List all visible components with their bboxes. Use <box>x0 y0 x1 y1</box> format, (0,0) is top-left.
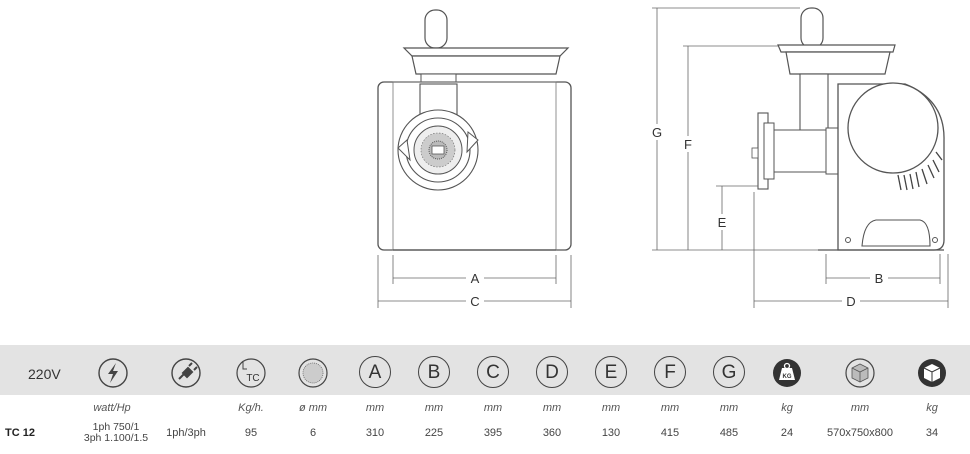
production-rate-icon: TC <box>233 356 269 390</box>
package-box-icon <box>842 356 878 390</box>
unit-weight: kg <box>781 402 793 414</box>
value-a: 310 <box>365 427 385 439</box>
value-b: 225 <box>424 427 444 439</box>
power-icon <box>95 356 131 390</box>
header-letter-g: G <box>713 356 745 388</box>
value-production: 95 <box>244 427 258 439</box>
value-weight: 24 <box>780 427 794 439</box>
packed-weight-icon <box>914 356 950 390</box>
plate-hole-icon <box>295 356 331 390</box>
model-name: TC 12 <box>5 427 35 439</box>
side-view-drawing: G F E B D <box>652 7 949 309</box>
header-letter-f: F <box>654 356 686 388</box>
unit-production: Kg/h. <box>238 402 264 414</box>
value-f: 415 <box>660 427 680 439</box>
unit-b: mm <box>424 402 444 414</box>
power-line-1: 1ph 750/1 <box>92 421 140 433</box>
unit-a: mm <box>365 402 385 414</box>
unit-package: mm <box>850 402 870 414</box>
header-letter-b: B <box>418 356 450 388</box>
unit-plate: ø mm <box>298 402 328 414</box>
dimension-label-f: F <box>684 137 692 152</box>
power-line-2: 3ph 1.100/1.5 <box>83 432 149 444</box>
value-packed-weight: 34 <box>925 427 939 439</box>
header-letter-c: C <box>477 356 509 388</box>
unit-d: mm <box>542 402 562 414</box>
dimension-label-c: C <box>470 294 479 309</box>
dimension-label-g: G <box>652 125 662 140</box>
dimension-label-b: B <box>875 271 884 286</box>
technical-drawings: A C <box>377 7 949 309</box>
tc-badge: TC <box>246 373 259 384</box>
plug-phase-icon <box>168 356 204 390</box>
unit-packed-weight: kg <box>926 402 938 414</box>
weight-kg-icon: KG <box>769 356 805 390</box>
value-package: 570x750x800 <box>826 427 894 439</box>
unit-c: mm <box>483 402 503 414</box>
unit-f: mm <box>660 402 680 414</box>
header-letter-e: E <box>595 356 627 388</box>
voltage-label: 220V <box>28 366 61 382</box>
value-e: 130 <box>601 427 621 439</box>
value-g: 485 <box>719 427 739 439</box>
header-letter-d: D <box>536 356 568 388</box>
value-c: 395 <box>483 427 503 439</box>
dimension-label-a: A <box>471 271 480 286</box>
phase-value: 1ph/3ph <box>166 427 206 439</box>
value-plate: 6 <box>309 427 317 439</box>
front-view-drawing: A C <box>377 9 572 309</box>
dimension-label-e: E <box>718 215 727 230</box>
value-d: 360 <box>542 427 562 439</box>
power-values: 1ph 750/1 3ph 1.100/1.5 <box>76 422 156 444</box>
dimension-label-d: D <box>846 294 855 309</box>
unit-e: mm <box>601 402 621 414</box>
header-letter-a: A <box>359 356 391 388</box>
kg-badge: KG <box>783 374 792 380</box>
unit-g: mm <box>719 402 739 414</box>
unit-power: watt/Hp <box>93 402 131 414</box>
